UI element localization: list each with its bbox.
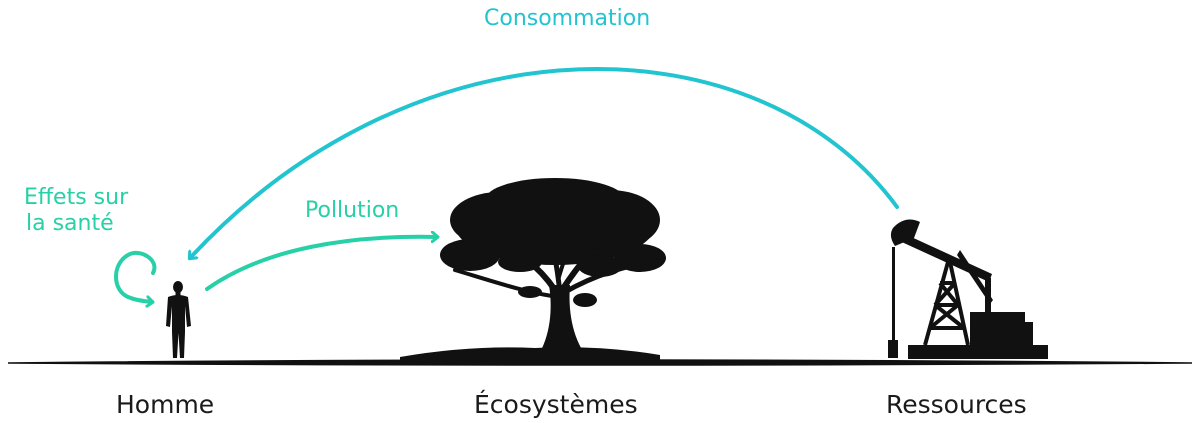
health-effects-label-line1: Effets sur [24, 185, 129, 210]
health-effects-label: Effets sur la santé [24, 185, 128, 238]
human-label: Homme [116, 390, 215, 419]
consumption-label: Consommation [484, 6, 651, 31]
oil-pumpjack-icon [888, 219, 1048, 359]
health-effects-arrow [114, 251, 157, 302]
person-silhouette-icon [166, 281, 191, 358]
health-effects-label-line2: la santé [26, 211, 114, 237]
resources-label: Ressources [886, 390, 1027, 419]
tree-silhouette-icon [400, 178, 666, 360]
pollution-label: Pollution [305, 198, 400, 223]
ecosystems-label: Écosystèmes [474, 390, 638, 419]
pollution-arrow [205, 237, 437, 291]
ground-line [7, 359, 1193, 366]
consumption-arrow [190, 67, 899, 258]
